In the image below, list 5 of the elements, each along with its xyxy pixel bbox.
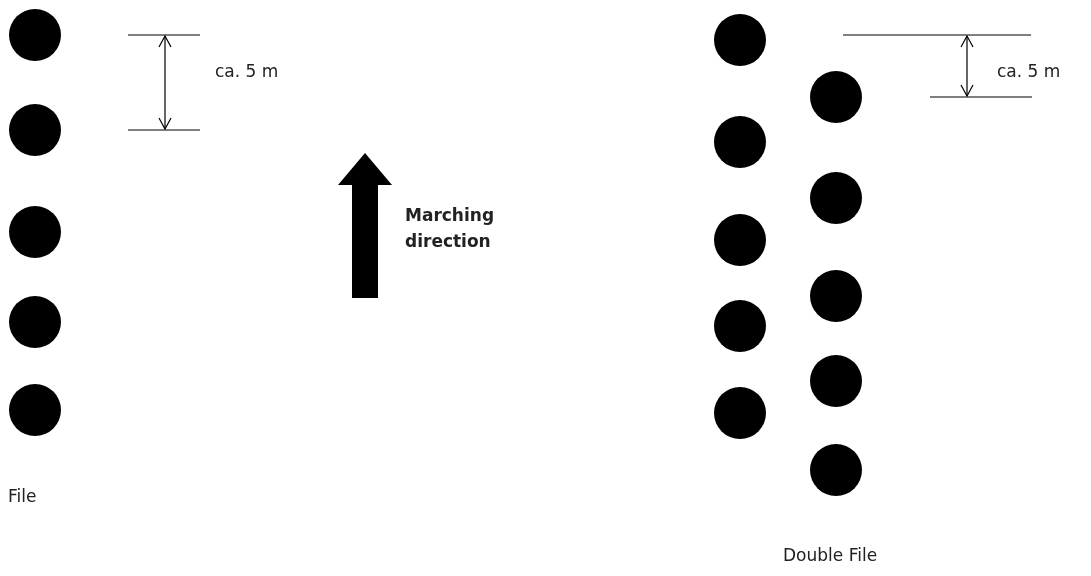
dimension-label: ca. 5 m: [997, 60, 1061, 83]
dimension-label: ca. 5 m: [215, 60, 279, 83]
formation-label: File: [8, 485, 37, 508]
direction-label: Marching direction: [405, 204, 496, 254]
formation-label: Double File: [783, 544, 878, 567]
